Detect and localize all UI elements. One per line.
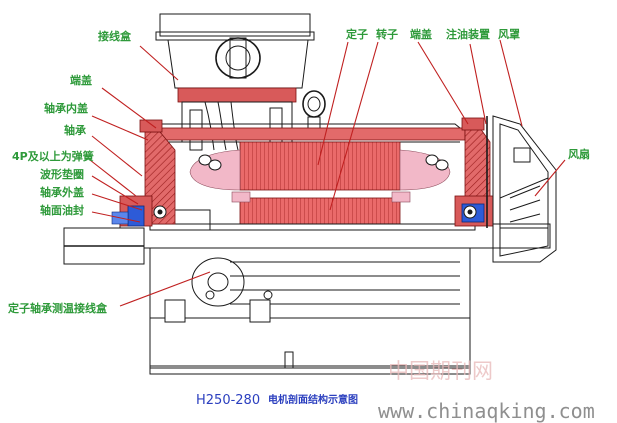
label-rotor: 转子 — [376, 27, 398, 41]
watermark-url: www.chinaqking.com — [378, 399, 595, 423]
watermark-cn: 中国期刊网 — [388, 359, 493, 383]
label-outer-bearing-cap: 轴承外盖 — [40, 185, 84, 199]
drive-end-shield — [111, 119, 176, 227]
label-bearing: 轴承 — [64, 123, 87, 137]
label-stator-terminal: 定子轴承测温接线盒 — [8, 301, 108, 315]
label-stator: 定子 — [346, 27, 368, 41]
label-fan: 风扇 — [568, 147, 590, 161]
label-shaft-seal: 轴面油封 — [40, 203, 84, 217]
winding-coils — [198, 154, 449, 171]
label-grease-device: 注油装置 — [446, 27, 490, 41]
fan-cover — [492, 115, 557, 263]
label-inner-bearing-cap: 轴承内盖 — [44, 101, 88, 115]
caption-model: H250-280 — [196, 393, 260, 408]
leader-lines — [89, 39, 566, 307]
label-end-shield: 端盖 — [410, 27, 432, 41]
label-end-cover: 端盖 — [70, 73, 92, 87]
non-drive-end-shield — [454, 116, 494, 228]
frame-lower — [149, 247, 471, 375]
label-junction-box: 接线盒 — [98, 29, 132, 43]
stator-core — [189, 141, 451, 225]
label-wave-washer: 波形垫圈 — [40, 167, 84, 181]
caption-text: 电机剖面结构示意图 — [268, 393, 358, 406]
label-fan-cover: 风罩 — [498, 27, 520, 41]
label-wave-spring: 4P及以上为弹簧 — [12, 149, 94, 163]
fan-blades — [499, 177, 549, 229]
